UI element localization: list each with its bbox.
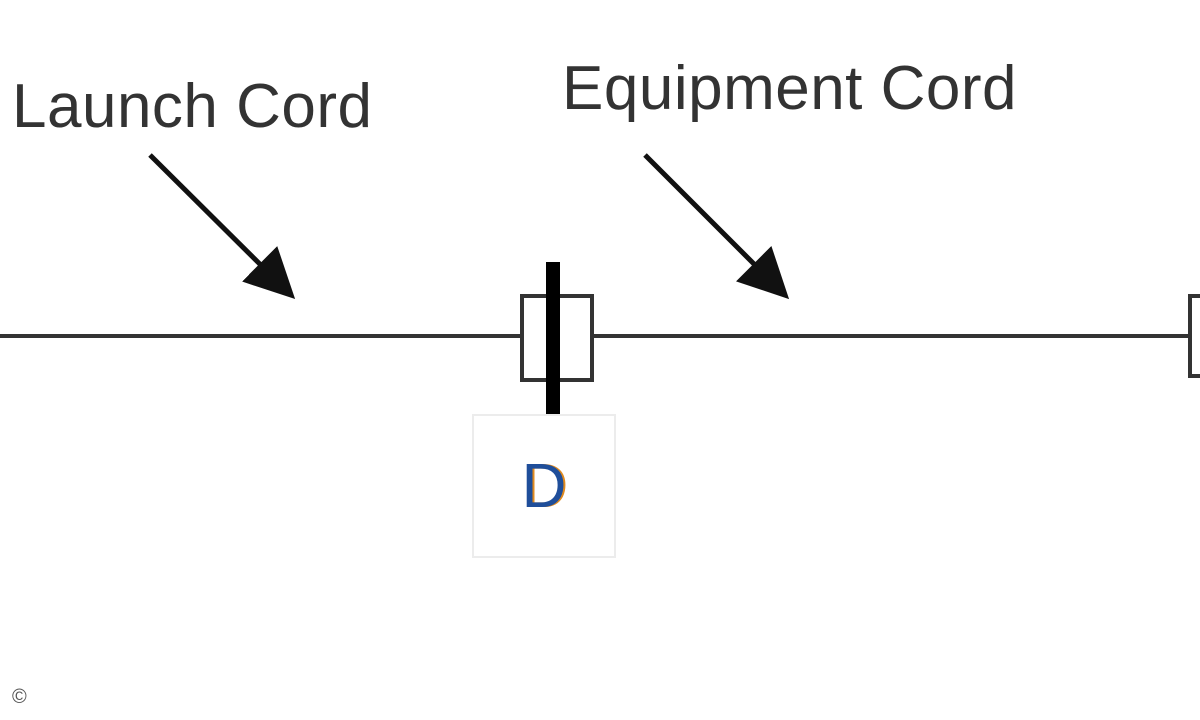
- launch-cord-label: Launch Cord: [12, 72, 373, 141]
- equipment-cord-arrow: [643, 153, 790, 300]
- connection-point-label: D: [521, 452, 567, 521]
- connection-point-box: D: [472, 414, 616, 558]
- launch-cord-arrow: [148, 153, 296, 300]
- copyright-symbol: ©: [12, 686, 27, 708]
- equipment-cord-label: Equipment Cord: [562, 54, 1018, 123]
- connector-end-housing: [1188, 294, 1200, 378]
